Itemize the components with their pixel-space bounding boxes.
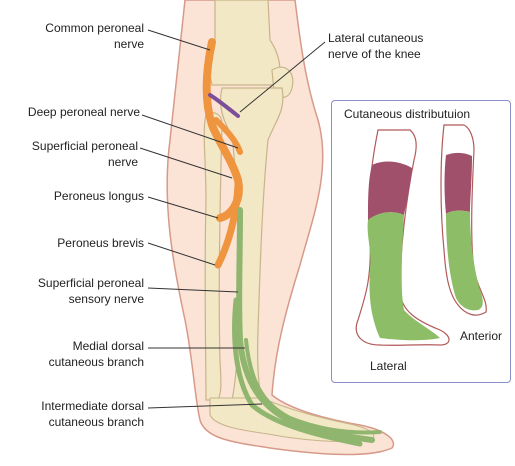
label-lateral: Lateral — [370, 358, 407, 374]
label-anterior: Anterior — [460, 328, 502, 344]
anterior-distribution-green — [446, 211, 483, 311]
anterior-distribution-purple — [445, 153, 473, 214]
lateral-distribution-green — [368, 212, 440, 340]
